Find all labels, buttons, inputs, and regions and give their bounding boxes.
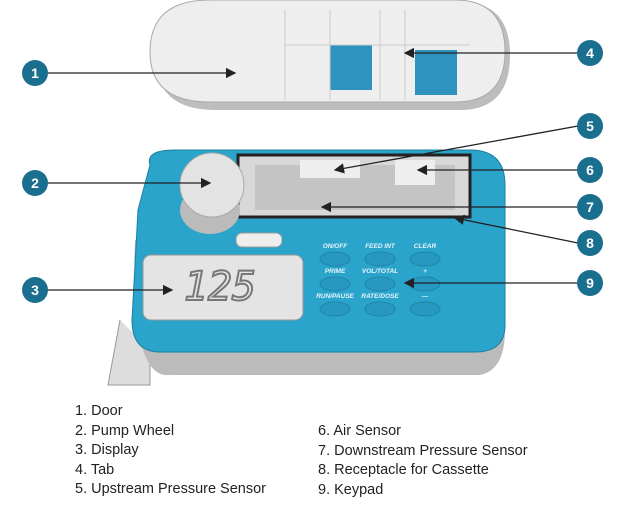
legend-item: 6. Air Sensor xyxy=(318,423,402,439)
legend-item: 2. Pump Wheel xyxy=(75,422,175,439)
callout-number: 2 xyxy=(31,175,39,191)
callout-1: 1 xyxy=(22,60,48,86)
callout-number: 6 xyxy=(586,162,594,178)
key-button[interactable] xyxy=(319,276,351,292)
callout-number: 9 xyxy=(586,275,594,291)
key-label: PRIME xyxy=(325,268,346,275)
key-label: RUN/PAUSE xyxy=(316,293,354,300)
key-button[interactable] xyxy=(319,251,351,267)
callout-8: 8 xyxy=(577,230,603,256)
key-label: ON/OFF xyxy=(323,243,349,250)
callout-3: 3 xyxy=(22,277,48,303)
door xyxy=(149,0,510,110)
key-label: VOL/TOTAL xyxy=(362,268,398,275)
pump-wheel xyxy=(179,152,245,234)
callout-circle xyxy=(22,170,48,196)
keypad: ON/OFF FEED INT CLEAR PRIME VOL/TOTAL + RUN/PA… xyxy=(316,243,441,317)
legend-item: 7. Downstream Pressure Sensor xyxy=(318,442,528,459)
legend-left: 1. Door 2. Pump Wheel 3. Display 4. Tab … xyxy=(75,402,266,500)
callout-circle xyxy=(577,270,603,296)
key-button[interactable] xyxy=(364,301,396,317)
callout-circle xyxy=(577,113,603,139)
callout-9: 9 xyxy=(577,270,603,296)
key-button[interactable] xyxy=(319,301,351,317)
tab-button xyxy=(235,232,283,248)
callout-4: 4 xyxy=(577,40,603,66)
callout-number: 3 xyxy=(31,282,39,298)
legend-item: 4. Tab xyxy=(75,461,115,478)
callout-number: 8 xyxy=(586,235,594,251)
callout-circle xyxy=(22,60,48,86)
key-label: — xyxy=(421,293,429,300)
key-button[interactable] xyxy=(364,276,396,292)
display-value: 125 xyxy=(184,264,256,310)
callout-circle xyxy=(577,157,603,183)
callout-5: 5 xyxy=(577,113,603,139)
legend-item: 3. Display xyxy=(75,442,139,458)
callout-2: 2 xyxy=(22,170,48,196)
key-label: FEED INT xyxy=(365,243,396,250)
callout-circle xyxy=(577,230,603,256)
legend-right: 6. Air Sensor 7. Downstream Pressure Sen… xyxy=(318,422,528,500)
key-button[interactable] xyxy=(364,251,396,267)
leader-8 xyxy=(453,214,579,244)
legend-item: 5. Upstream Pressure Sensor xyxy=(75,481,266,497)
cable xyxy=(107,319,151,386)
callout-number: 4 xyxy=(586,45,594,61)
legend-item: 9. Keypad xyxy=(318,481,384,498)
callout-number: 1 xyxy=(31,65,39,81)
callout-number: 7 xyxy=(586,199,594,215)
legend-item: 8. Receptacle for Cassette xyxy=(318,462,489,478)
key-label: CLEAR xyxy=(414,243,437,250)
callout-circle xyxy=(22,277,48,303)
key-button[interactable] xyxy=(409,251,441,267)
legend-item: 1. Door xyxy=(75,403,123,419)
callout-6: 6 xyxy=(577,157,603,183)
callout-number: 5 xyxy=(586,118,594,134)
key-label: + xyxy=(423,268,427,275)
callout-7: 7 xyxy=(577,194,603,220)
callout-circle xyxy=(577,40,603,66)
key-label: RATE/DOSE xyxy=(361,293,399,300)
leader-5 xyxy=(333,125,579,174)
key-button[interactable] xyxy=(409,301,441,317)
display xyxy=(142,254,304,321)
callout-circle xyxy=(577,194,603,220)
key-button[interactable] xyxy=(409,276,441,292)
